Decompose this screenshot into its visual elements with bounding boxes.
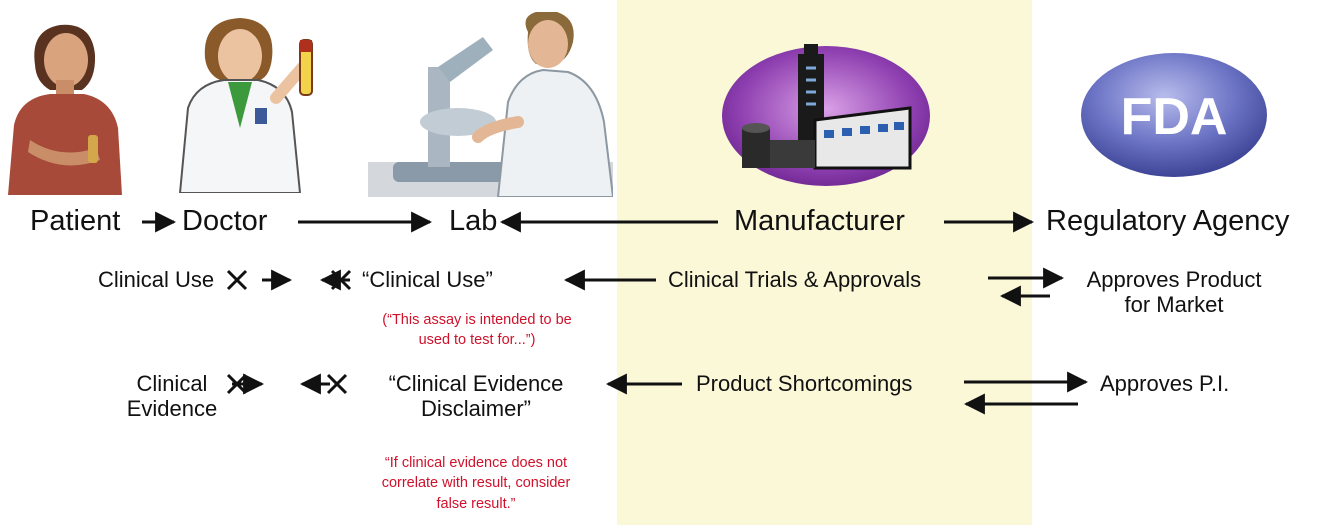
disclaimer-line1: “Clinical Evidence — [388, 371, 564, 396]
disclaimer-note-line1: “If clinical evidence does not — [384, 455, 568, 471]
intended-use-note-line1: (“This assay is intended to be — [382, 312, 572, 328]
clinical-evidence-label: Clinical Evidence — [118, 371, 226, 422]
patient-illustration — [8, 24, 122, 195]
fda-logo-text: FDA — [1121, 88, 1228, 146]
quoted-clinical-use-label: “Clinical Use” — [362, 267, 493, 292]
doctor-illustration — [178, 18, 313, 193]
regulatory-agency-label: Regulatory Agency — [1046, 205, 1290, 237]
factory-building-icon — [722, 44, 930, 186]
disclaimer-line2: Disclaimer” — [421, 396, 531, 422]
approves-pi-label: Approves P.I. — [1100, 371, 1230, 396]
patient-label: Patient — [30, 205, 121, 237]
blocked-x-mark — [226, 269, 248, 291]
approves-product-line1: Approves Product — [1086, 267, 1262, 292]
clinical-evidence-line1: Clinical — [136, 371, 208, 396]
disclaimer-note-line3: false result.” — [436, 495, 516, 512]
blocked-x-mark — [226, 373, 248, 395]
manufacturer-label: Manufacturer — [734, 205, 905, 237]
blocked-x-mark — [330, 269, 352, 291]
clinical-evidence-disclaimer-label: “Clinical Evidence Disclaimer” — [356, 371, 596, 422]
product-shortcomings-label: Product Shortcomings — [696, 371, 913, 396]
clinical-trials-label: Clinical Trials & Approvals — [668, 267, 922, 292]
disclaimer-note-line2: correlate with result, consider — [381, 475, 571, 492]
disclaimer-note: “If clinical evidence does not correlate… — [356, 453, 596, 514]
doctor-label: Doctor — [182, 205, 268, 237]
approves-product-line2: for Market — [1124, 292, 1224, 318]
lab-label: Lab — [449, 205, 498, 237]
blocked-x-mark — [326, 373, 348, 395]
intended-use-note-line2: used to test for...”) — [418, 332, 536, 349]
fda-logo: FDA — [1081, 53, 1267, 177]
approves-product-label: Approves Product for Market — [1068, 267, 1280, 318]
clinical-evidence-line2: Evidence — [126, 396, 218, 422]
clinical-use-label: Clinical Use — [98, 267, 215, 292]
intended-use-note: (“This assay is intended to be used to t… — [362, 310, 592, 351]
lab-technician-microscope-illustration — [368, 12, 613, 197]
